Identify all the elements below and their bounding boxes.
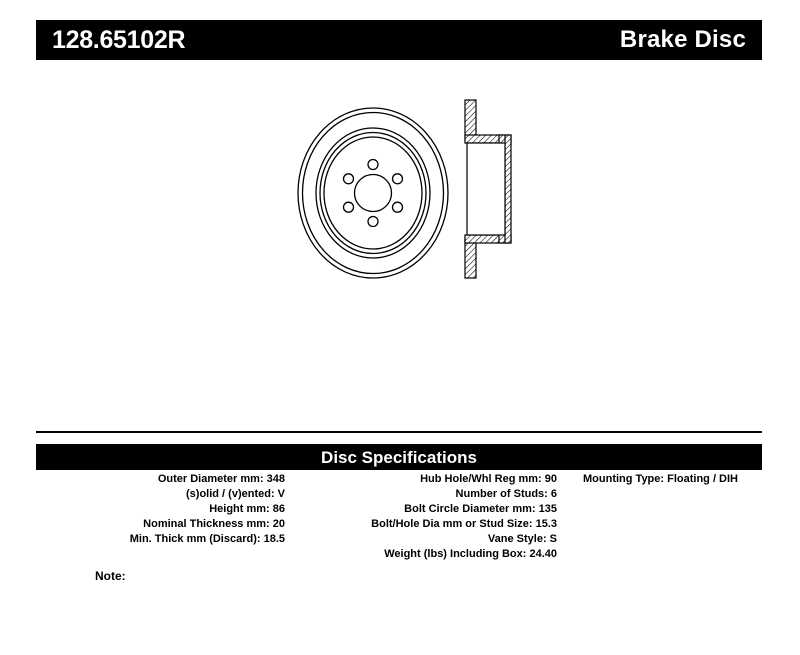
- spec-row: Bolt Circle Diameter mm: 135: [404, 503, 557, 515]
- spec-row: (s)olid / (v)ented: V: [186, 488, 285, 500]
- spec-row: Height mm: 86: [209, 503, 285, 515]
- product-type-label: Brake Disc: [619, 26, 746, 53]
- spec-row: Number of Studs: 6: [455, 488, 557, 500]
- note-label: Note:: [95, 569, 126, 583]
- spec-row: Outer Diameter mm: 348: [157, 473, 285, 485]
- spec-row: Bolt/Hole Dia mm or Stud Size: 15.3: [371, 518, 557, 530]
- title-bar: 128.65102R Brake Disc: [36, 20, 762, 60]
- note-block: Note:: [95, 570, 126, 582]
- spec-row: Nominal Thickness mm: 20: [143, 518, 285, 530]
- part-number-label: 128.65102R: [52, 25, 186, 54]
- spec-column-right: Mounting Type: Floating / DIH: [583, 472, 783, 487]
- spec-column-left: Outer Diameter mm: 348 (s)olid / (v)ente…: [20, 472, 285, 547]
- technical-drawing-area: [0, 70, 800, 420]
- brake-disc-cross-section-view: [464, 99, 512, 279]
- hub-bore-circle: [353, 173, 393, 213]
- disc-specifications-title: Disc Specifications: [321, 447, 477, 467]
- disc-specifications-header: Disc Specifications: [36, 444, 762, 470]
- brake-disc-face-view: [297, 107, 449, 279]
- spec-row: Hub Hole/Whl Reg mm: 90: [420, 473, 557, 485]
- horizontal-separator: [36, 431, 762, 433]
- spec-row: Mounting Type: Floating / DIH: [583, 473, 738, 485]
- spec-row: Vane Style: S: [487, 533, 557, 545]
- spec-column-middle: Hub Hole/Whl Reg mm: 90 Number of Studs:…: [290, 472, 557, 562]
- specifications-columns: Outer Diameter mm: 348 (s)olid / (v)ente…: [0, 472, 800, 582]
- stud-hole-group: [342, 158, 404, 228]
- spec-row: Weight (lbs) Including Box: 24.40: [384, 548, 557, 560]
- spec-row: Min. Thick mm (Discard): 18.5: [129, 533, 285, 545]
